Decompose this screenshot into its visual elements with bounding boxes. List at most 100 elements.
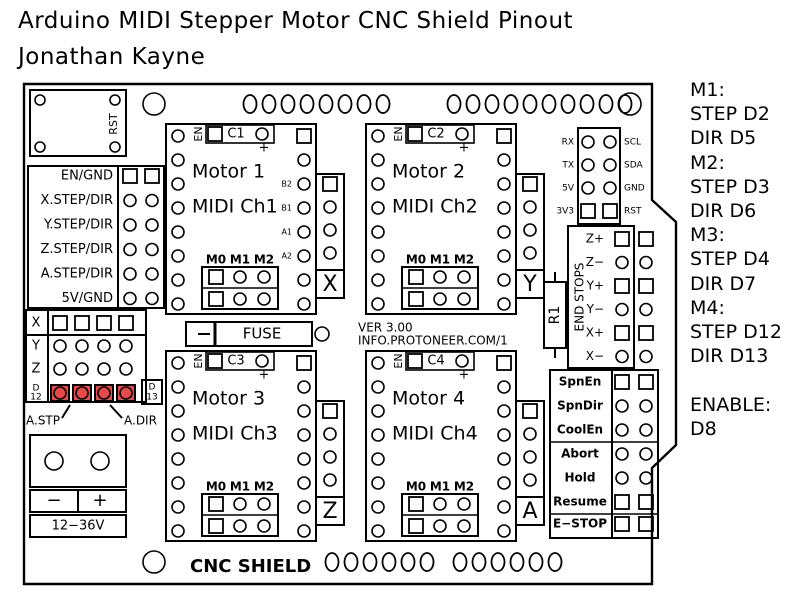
a-stp-label: A.STP (26, 414, 60, 428)
header-pin (123, 267, 137, 281)
driver-pin (171, 500, 185, 514)
terminal-screw (90, 451, 110, 471)
reset-switch-pin (34, 141, 46, 153)
driver-module (165, 350, 317, 542)
end-stop-label: Z+ (586, 232, 604, 246)
axis-letter: X (322, 272, 337, 297)
microstep-pin (257, 270, 271, 284)
capacitor-frame (205, 124, 275, 144)
motor-name: Motor 4 (392, 388, 465, 410)
header-pin (509, 552, 525, 572)
capacitor-label: C4 (427, 354, 444, 369)
pin-note: DIR D6 (690, 200, 757, 223)
pin-note: ENABLE: (690, 393, 772, 416)
clone-pin (53, 339, 67, 353)
terminal-screw (44, 451, 64, 471)
driver-pin (297, 428, 311, 442)
control-label: SpnDir (557, 399, 603, 413)
header-pin (541, 94, 557, 114)
serial-pin (602, 203, 618, 219)
pin-note: DIR D7 (690, 272, 757, 295)
serial-label: GND (624, 184, 645, 194)
motor-connector-pin (522, 176, 538, 192)
driver-pin (297, 524, 311, 538)
left-header-label: A.STEP/DIR (41, 267, 113, 282)
header-pin (123, 291, 137, 306)
highlighted-pin (119, 386, 133, 400)
end-stop-pin (639, 302, 653, 317)
en-label: EN (192, 126, 205, 141)
serial-label: SCL (624, 138, 641, 148)
clone-axis-label: X (32, 316, 41, 331)
microstep-label: M0 (406, 253, 426, 267)
motor-name: Motor 1 (192, 161, 265, 183)
control-pin (615, 423, 629, 437)
control-label: CoolEn (557, 423, 603, 437)
microstep-label: M2 (454, 480, 474, 494)
motor-connector-pin (523, 473, 537, 487)
reset-label: RST (107, 113, 120, 135)
clone-pin (97, 362, 111, 376)
header-pin (145, 291, 159, 306)
microstep-pin (433, 519, 447, 533)
microstep-pin (433, 292, 447, 306)
driver-pin (371, 201, 385, 215)
motor-channel: MIDI Ch4 (392, 423, 478, 445)
capacitor-label: C2 (427, 127, 444, 142)
d13-label: 13 (146, 393, 157, 403)
driver-pin (371, 356, 385, 370)
voltage-label: 12−36V (52, 519, 105, 534)
serial-label: SDA (624, 161, 643, 171)
driver-pin (497, 225, 511, 239)
mounting-hole (142, 92, 166, 116)
power-plus: + (92, 490, 107, 511)
board-outline (22, 82, 678, 586)
pin-note: STEP D3 (690, 175, 770, 198)
driver-pin (171, 380, 185, 394)
clone-pin (52, 315, 68, 331)
driver-pin (497, 380, 511, 394)
header-pin (145, 242, 159, 257)
microstep-label: M1 (230, 253, 250, 267)
serial-pin (603, 181, 617, 195)
axis-letter: Z (322, 499, 337, 524)
capacitor-pin (407, 126, 423, 142)
microstep-label: M1 (430, 253, 450, 267)
driver-pin (297, 153, 311, 167)
control-header (549, 369, 659, 539)
highlighted-pin (97, 386, 111, 400)
end-stop-pin (638, 325, 654, 341)
microstep-pin (257, 497, 271, 511)
capacitor-polarity: + (259, 141, 270, 156)
voltage-box (29, 514, 127, 538)
fuse-label: FUSE (243, 325, 282, 343)
fuse (185, 321, 313, 347)
header-pin (490, 552, 506, 572)
motor-connector-pin (523, 427, 537, 441)
driver-pin (297, 225, 311, 239)
r1-label: R1 (547, 306, 563, 325)
driver-pin (297, 249, 311, 263)
header-pin (343, 552, 359, 572)
header-pin (242, 94, 258, 114)
serial-pin (581, 181, 595, 195)
motor-connector-pin (323, 223, 337, 237)
microstep-pin (208, 496, 224, 512)
driver-pin (497, 404, 511, 418)
driver-pin (497, 201, 511, 215)
driver-module (165, 123, 317, 315)
driver-pin (371, 476, 385, 490)
driver-pin (171, 452, 185, 466)
header-pin (123, 242, 137, 257)
driver-pin (496, 355, 512, 371)
header-pin (471, 552, 487, 572)
driver-pin (171, 476, 185, 490)
microstep-pin (233, 497, 247, 511)
header-pin (145, 267, 159, 281)
header-pin (484, 94, 500, 114)
control-label: Abort (561, 447, 599, 461)
control-pin (614, 494, 630, 510)
header-pin (400, 552, 416, 572)
reset-switch (29, 89, 127, 157)
axis-letter-box (315, 269, 345, 299)
